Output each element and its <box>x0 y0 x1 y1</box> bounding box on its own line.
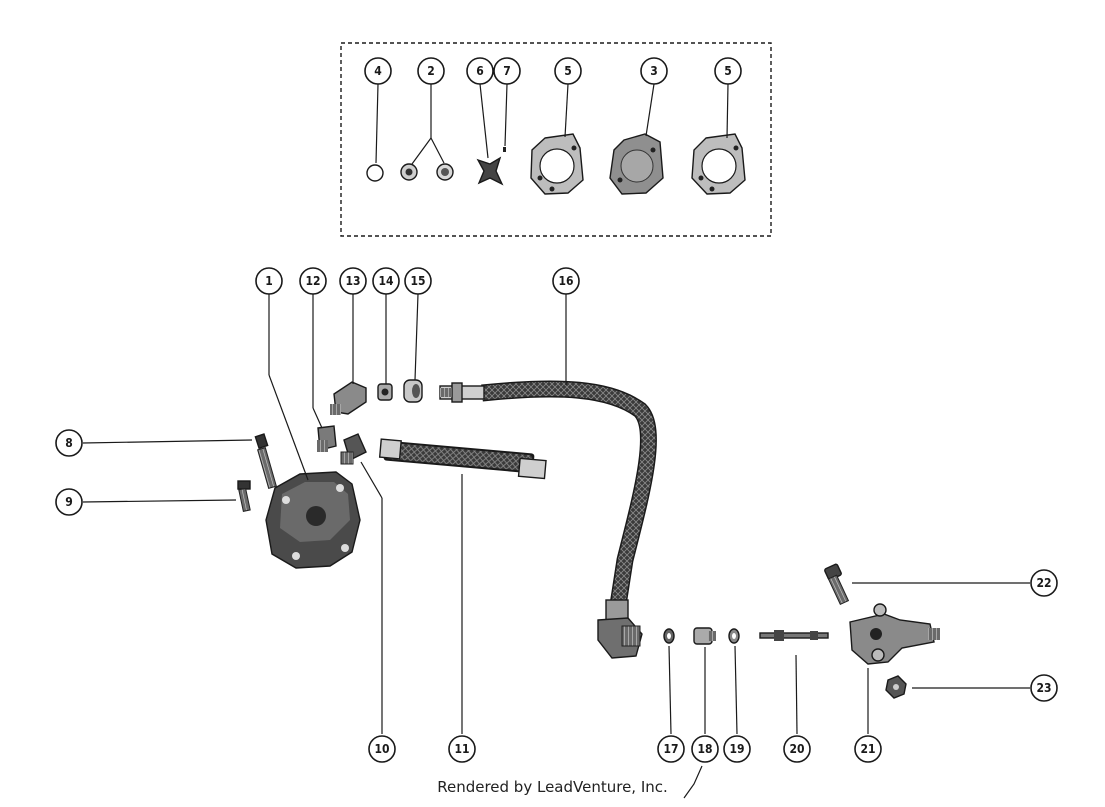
diaphragm-part <box>609 133 664 195</box>
svg-text:18: 18 <box>697 742 712 756</box>
callout-18: 18 <box>691 735 719 763</box>
svg-text:21: 21 <box>860 742 875 756</box>
fitting-18-part <box>693 627 716 645</box>
gasket-part-b <box>691 133 746 195</box>
nut-14-part <box>377 383 393 401</box>
svg-text:14: 14 <box>378 274 394 288</box>
check-ball-part <box>366 164 384 182</box>
callout-2: 2 <box>417 57 445 85</box>
svg-text:22: 22 <box>1036 576 1051 590</box>
svg-text:2: 2 <box>427 64 435 78</box>
svg-text:5: 5 <box>564 64 572 78</box>
callout-19: 19 <box>723 735 751 763</box>
callout-1: 1 <box>255 267 283 295</box>
sleeve-15-part <box>403 379 423 403</box>
valve-part-b <box>436 163 454 181</box>
svg-text:16: 16 <box>558 274 573 288</box>
svg-text:9: 9 <box>65 495 73 509</box>
callout-9: 9 <box>55 488 83 516</box>
callout-15: 15 <box>404 267 432 295</box>
tube-20-part <box>759 630 829 641</box>
callout-8: 8 <box>55 429 83 457</box>
elbow-13-part <box>330 381 367 415</box>
svg-text:1: 1 <box>265 274 273 288</box>
fuel-pump-body-part <box>265 471 361 569</box>
callout-4: 4 <box>364 57 392 85</box>
callout-3: 3 <box>640 57 668 85</box>
svg-text:7: 7 <box>503 64 511 78</box>
fuel-hose-small-part <box>378 438 547 480</box>
retainer-part <box>476 156 504 186</box>
hose-elbow-fitting <box>597 599 643 659</box>
callout-23: 23 <box>1030 674 1058 702</box>
seal-19-part <box>728 628 740 644</box>
hose-end-fitting <box>439 382 485 403</box>
callout-6: 6 <box>466 57 494 85</box>
svg-text:23: 23 <box>1036 681 1051 695</box>
svg-text:4: 4 <box>374 64 382 78</box>
fitting-12-part <box>317 425 337 452</box>
callout-22: 22 <box>1030 569 1058 597</box>
gasket-part-a <box>530 133 584 195</box>
fitting-10-part <box>340 433 367 465</box>
svg-text:11: 11 <box>454 742 469 756</box>
svg-text:10: 10 <box>374 742 389 756</box>
svg-text:15: 15 <box>410 274 425 288</box>
callout-11: 11 <box>448 735 476 763</box>
svg-text:3: 3 <box>650 64 658 78</box>
callout-13: 13 <box>339 267 367 295</box>
pin-part <box>503 147 506 152</box>
washer-17-part <box>663 628 675 644</box>
distribution-block-21-part <box>849 603 940 665</box>
callout-14: 14 <box>372 267 400 295</box>
callout-21: 21 <box>854 735 882 763</box>
svg-text:19: 19 <box>729 742 744 756</box>
callout-20: 20 <box>783 735 811 763</box>
svg-text:13: 13 <box>345 274 360 288</box>
valve-part-a <box>400 163 418 181</box>
svg-text:20: 20 <box>789 742 804 756</box>
svg-text:6: 6 <box>476 64 484 78</box>
svg-text:17: 17 <box>663 742 678 756</box>
rendered-by-credit: Rendered by LeadVenture, Inc. <box>437 778 668 796</box>
svg-text:12: 12 <box>305 274 320 288</box>
callout-5b: 5 <box>714 57 742 85</box>
long-screw-part <box>254 433 277 489</box>
screw-22-part <box>824 563 850 606</box>
nut-23-part <box>885 675 907 699</box>
callout-16: 16 <box>552 267 580 295</box>
callout-10: 10 <box>368 735 396 763</box>
svg-text:5: 5 <box>724 64 732 78</box>
callout-5a: 5 <box>554 57 582 85</box>
callout-12: 12 <box>299 267 327 295</box>
callout-7: 7 <box>493 57 521 85</box>
short-screw-part <box>237 480 251 512</box>
callout-17: 17 <box>657 735 685 763</box>
gasket-kit-box <box>340 42 772 237</box>
svg-text:8: 8 <box>65 436 73 450</box>
